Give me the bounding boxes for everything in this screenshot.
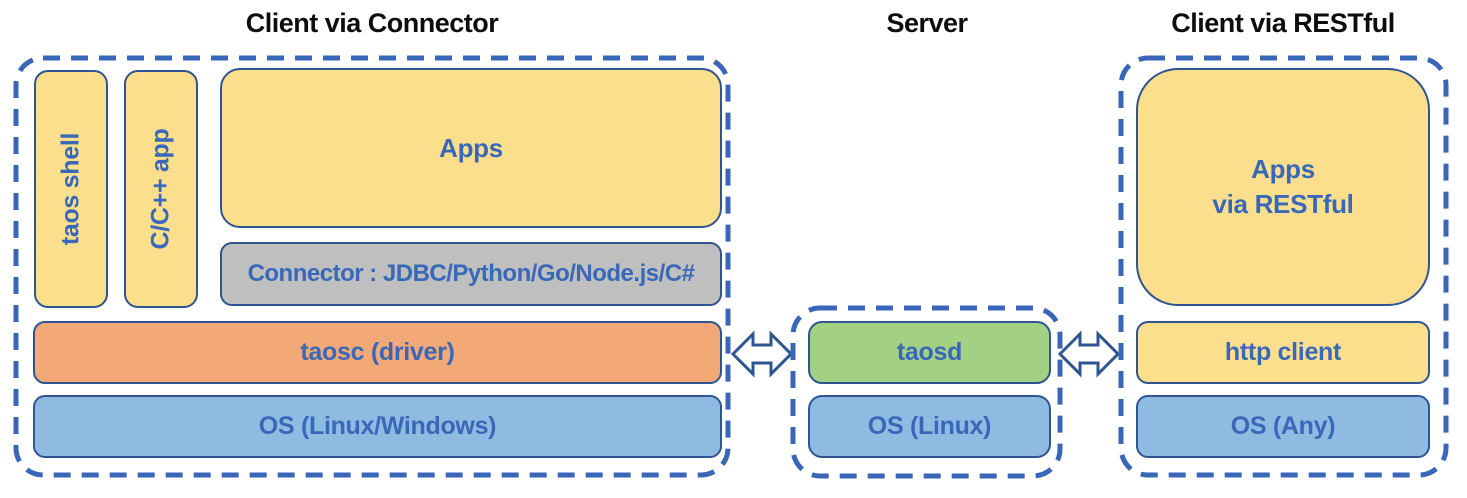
os-linux-box: OS (Linux) bbox=[808, 395, 1051, 458]
apps-box: Apps bbox=[220, 68, 722, 228]
apps-label: Apps bbox=[439, 132, 503, 163]
apps-via-restful-label: Apps via RESTful bbox=[1212, 152, 1353, 222]
os-any-label: OS (Any) bbox=[1230, 412, 1336, 440]
os-any-box: OS (Any) bbox=[1136, 395, 1430, 458]
apps-via-restful-box: Apps via RESTful bbox=[1136, 68, 1430, 306]
server-title: Server bbox=[886, 8, 968, 38]
taos-shell-box: taos shell bbox=[34, 70, 108, 308]
apps-via-restful-line2: via RESTful bbox=[1212, 189, 1354, 219]
os-linux-windows-box: OS (Linux/Windows) bbox=[33, 395, 722, 458]
connector-label: Connector : JDBC/Python/Go/Node.js/C# bbox=[247, 260, 695, 287]
http-client-box: http client bbox=[1136, 321, 1430, 384]
taosd-label: taosd bbox=[896, 338, 963, 366]
taosc-driver-label: taosc (driver) bbox=[300, 338, 455, 366]
client-via-restful-outline bbox=[1118, 55, 1449, 478]
cpp-app-box: C/C++ app bbox=[124, 70, 198, 308]
server-restful-arrow-icon bbox=[1058, 330, 1120, 378]
client-via-connector-title: Client via Connector bbox=[245, 8, 499, 38]
os-linux-windows-label: OS (Linux/Windows) bbox=[258, 412, 497, 440]
http-client-label: http client bbox=[1224, 338, 1342, 366]
client-via-connector-outline bbox=[13, 55, 731, 478]
taos-shell-label: taos shell bbox=[56, 132, 85, 246]
apps-via-restful-line1: Apps bbox=[1251, 153, 1315, 184]
connector-box: Connector : JDBC/Python/Go/Node.js/C# bbox=[220, 242, 722, 306]
client-via-restful-title: Client via RESTful bbox=[1171, 8, 1395, 38]
os-linux-label: OS (Linux) bbox=[867, 412, 992, 440]
server-outline bbox=[790, 305, 1063, 479]
connector-server-arrow-icon bbox=[731, 330, 793, 378]
taosd-box: taosd bbox=[808, 321, 1051, 384]
cpp-app-label: C/C++ app bbox=[146, 128, 175, 250]
taosc-driver-box: taosc (driver) bbox=[33, 321, 722, 384]
